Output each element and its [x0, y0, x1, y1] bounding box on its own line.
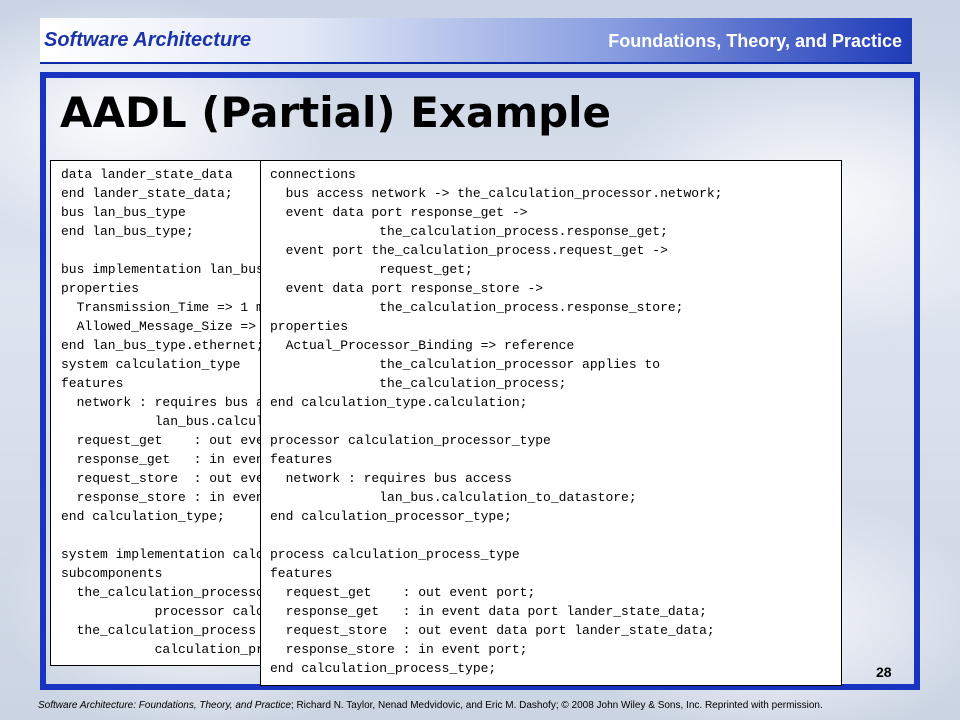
- code-line: event data port response_store ->: [270, 281, 544, 296]
- code-line: lan_bus.calculation_to_datastore;: [270, 490, 637, 505]
- frame-top-border: [40, 72, 920, 78]
- code-line: end calculation_processor_type;: [270, 509, 512, 524]
- frame-left-border: [40, 72, 46, 684]
- slide-title: AADL (Partial) Example: [60, 88, 612, 137]
- code-line: Actual_Processor_Binding => reference: [270, 338, 575, 353]
- header-subtitle: Foundations, Theory, and Practice: [608, 31, 902, 51]
- code-line: request_store : out event data port land…: [270, 623, 715, 638]
- code-line: end lan_bus_type.ethernet;: [61, 338, 264, 353]
- footer-book-title: Software Architecture: Foundations, Theo…: [38, 700, 291, 711]
- code-line: connections: [270, 167, 356, 182]
- code-line: bus lan_bus_type: [61, 205, 186, 220]
- code-line: process calculation_process_type: [270, 547, 520, 562]
- code-line: the_calculation_processor applies to: [270, 357, 661, 372]
- code-line: response_get : in event data port lander…: [270, 604, 707, 619]
- footer-citation: Software Architecture: Foundations, Theo…: [38, 700, 823, 711]
- code-line: response_store : in event port;: [270, 642, 528, 657]
- code-line: the_calculation_process;: [270, 376, 567, 391]
- code-line: request_get : out event port;: [270, 585, 536, 600]
- footer-credits: ; Richard N. Taylor, Nenad Medvidovic, a…: [290, 700, 823, 711]
- code-line: [270, 412, 841, 431]
- code-line: event port the_calculation_process.reque…: [270, 243, 668, 258]
- code-line: system calculation_type: [61, 357, 241, 372]
- code-line: properties: [270, 319, 349, 334]
- code-line: end calculation_process_type;: [270, 661, 497, 676]
- code-line: features: [61, 376, 124, 391]
- code-line: end lan_bus_type;: [61, 224, 194, 239]
- code-line: end calculation_type.calculation;: [270, 395, 528, 410]
- header-bar: [40, 18, 912, 64]
- code-line: end calculation_type;: [61, 509, 225, 524]
- code-line: bus access network -> the_calculation_pr…: [270, 186, 723, 201]
- code-line: features: [270, 452, 333, 467]
- code-line: processor calculation_processor_type: [270, 433, 551, 448]
- frame-right-border: [914, 72, 920, 684]
- page-number: 28: [876, 664, 892, 680]
- code-line: [270, 526, 841, 545]
- code-line: properties: [61, 281, 140, 296]
- code-line: subcomponents: [61, 566, 163, 581]
- frame-bottom-border: [40, 684, 920, 690]
- code-line: request_get;: [270, 262, 473, 277]
- code-line: network : requires bus access: [270, 471, 512, 486]
- header-book-title: Software Architecture: [44, 29, 252, 51]
- code-line: the_calculation_process.response_store;: [270, 300, 684, 315]
- code-line: data lander_state_data: [61, 167, 233, 182]
- code-line: features: [270, 566, 333, 581]
- code-line: the_calculation_process.response_get;: [270, 224, 668, 239]
- code-line: event data port response_get ->: [270, 205, 528, 220]
- code-panel-front: connections bus access network -> the_ca…: [260, 160, 842, 686]
- code-line: end lander_state_data;: [61, 186, 233, 201]
